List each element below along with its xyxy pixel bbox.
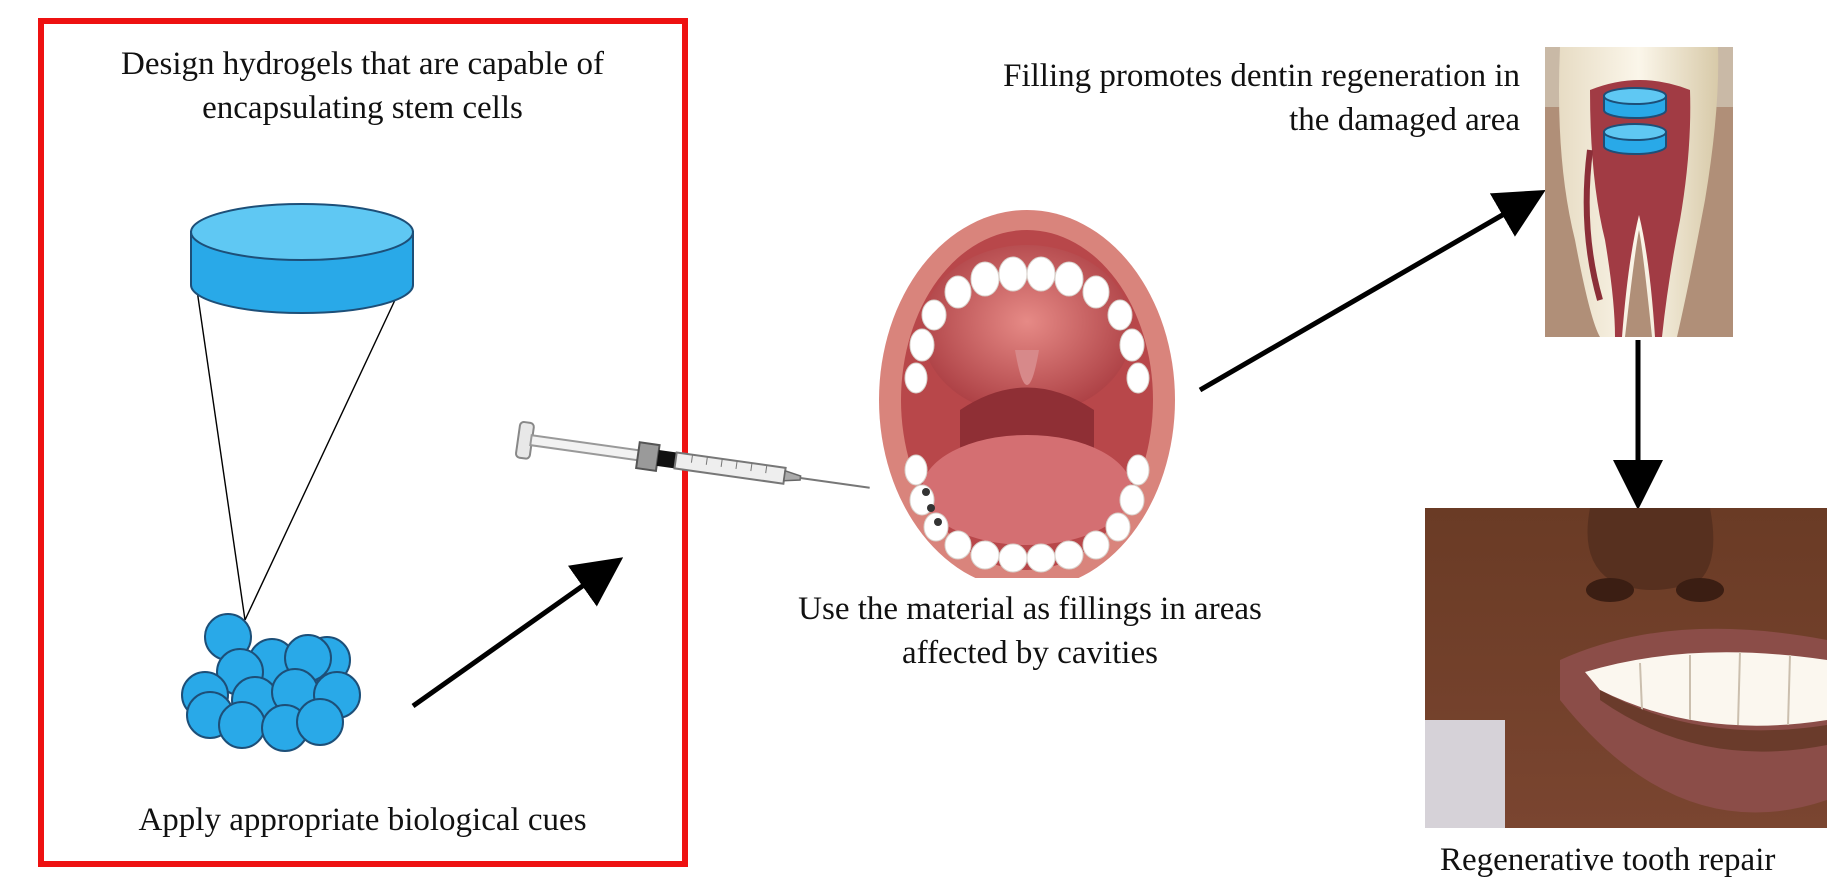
- regenerative-repair-label: Regenerative tooth repair: [1440, 838, 1827, 882]
- design-hydrogels-label: Design hydrogels that are capable of enc…: [70, 42, 655, 130]
- biological-cues-label: Apply appropriate biological cues: [70, 798, 655, 842]
- syringe-icon: [515, 422, 872, 507]
- hydrogel-disc-icon: [191, 204, 413, 620]
- open-mouth-icon: [870, 210, 1190, 598]
- arrow-to-syringe: [413, 563, 615, 706]
- use-filling-label: Use the material as fillings in areas af…: [765, 587, 1295, 675]
- arrow-to-tooth: [1200, 195, 1537, 390]
- dentin-regeneration-label: Filling promotes dentin regeneration in …: [1000, 54, 1520, 142]
- smile-photo-icon: [1425, 508, 1827, 828]
- stem-cells-icon: [182, 614, 360, 751]
